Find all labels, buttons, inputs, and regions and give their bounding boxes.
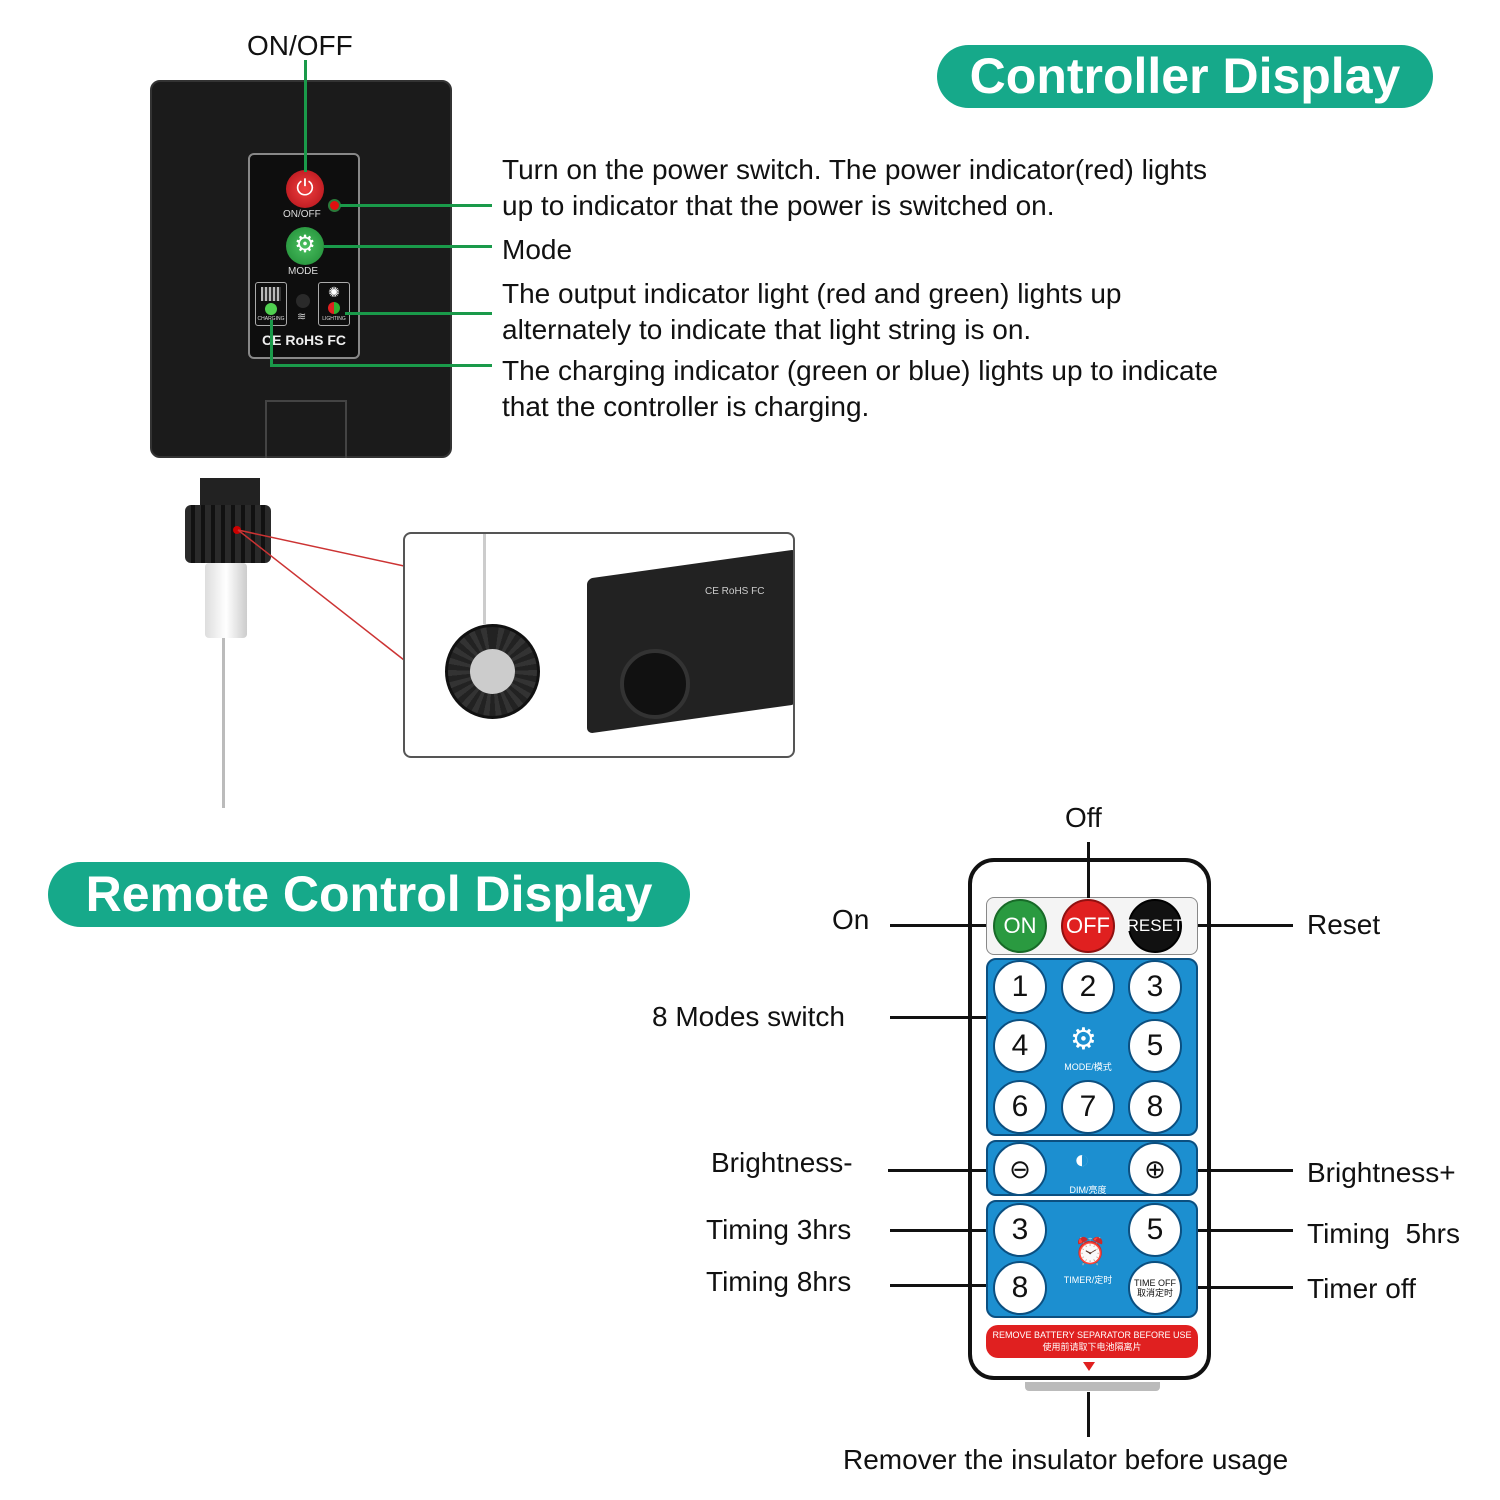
t3-leader [890, 1229, 986, 1232]
brightness-minus-button[interactable]: ⊖ [993, 1142, 1047, 1196]
off-button[interactable]: OFF [1061, 899, 1115, 953]
t5-leader [1198, 1229, 1293, 1232]
timer-3-button[interactable]: 3 [993, 1203, 1047, 1257]
red-pointer-lines [237, 529, 405, 661]
banner-line1: REMOVE BATTERY SEPARATOR BEFORE USE [992, 1330, 1192, 1340]
timer-label: TIMER/定时 [1063, 1275, 1113, 1285]
modes-leader [890, 1016, 986, 1019]
bright-minus-leader [888, 1169, 986, 1172]
inset-wire [483, 534, 486, 624]
battery-banner: REMOVE BATTERY SEPARATOR BEFORE USE 使用前请取… [986, 1325, 1198, 1358]
mode-leader-line [324, 245, 492, 248]
timing-3-label: Timing 3hrs [706, 1214, 852, 1245]
connector-plug [205, 563, 247, 638]
timer-off-leader [1198, 1286, 1293, 1289]
output-leader-line [345, 312, 492, 315]
connector-nut [200, 478, 260, 508]
mode-label: MODE/模式 [1064, 1062, 1112, 1072]
insulator-label: Remover the insulator before usage [843, 1444, 1289, 1475]
charging-leader-vertical [270, 320, 273, 366]
inset-plug [445, 624, 540, 719]
charging-leader-line [270, 364, 492, 367]
mode-label: MODE [288, 266, 318, 277]
timing-8-label: Timing 8hrs [706, 1266, 852, 1297]
timer-5-button[interactable]: 5 [1128, 1203, 1182, 1257]
onoff-leader-line [304, 60, 307, 172]
mode-desc: Mode [502, 234, 573, 265]
mode-3-button[interactable]: 3 [1128, 960, 1182, 1014]
power-leader-line [340, 204, 492, 207]
lighting-label: LIGHTING [322, 316, 346, 322]
mode-6-button[interactable]: 6 [993, 1080, 1047, 1134]
banner-line2: 使用前请取下电池隔离片 [1042, 1342, 1142, 1352]
brightness-plus-button[interactable]: ⊕ [1128, 1142, 1182, 1196]
off-leader [1087, 842, 1090, 898]
modes-label: 8 Modes switch [652, 1001, 845, 1032]
dim-label: DIM/亮度 [1069, 1185, 1107, 1195]
insulator-tab [1025, 1382, 1160, 1391]
remote-display-title: Remote Control Display [48, 862, 690, 927]
timer-off-label: Timer off [1307, 1273, 1416, 1304]
power-desc-line1: Turn on the power switch. The power indi… [502, 154, 1207, 185]
time-off-label: TIME OFF [1134, 1278, 1176, 1288]
on-label: On [832, 904, 870, 935]
reset-leader [1198, 924, 1293, 927]
t8-leader [890, 1284, 986, 1287]
mode-8-button[interactable]: 8 [1128, 1080, 1182, 1134]
power-label: ON/OFF [283, 209, 321, 220]
sensor-icon [296, 294, 310, 308]
charging-label: CHARGING [257, 316, 285, 322]
charging-desc-line2: that the controller is charging. [502, 391, 870, 422]
power-button[interactable]: ⏻ [286, 170, 324, 208]
bright-plus-label: Brightness+ [1307, 1157, 1456, 1188]
arrow-down-icon [1083, 1362, 1095, 1371]
timing-5-label: Timing 5hrs [1307, 1218, 1461, 1249]
output-desc-line2: alternately to indicate that light strin… [502, 314, 1032, 345]
power-desc-line2: up to indicator that the power is switch… [502, 190, 1055, 221]
charging-desc-line1: The charging indicator (green or blue) l… [502, 355, 1218, 386]
timer-8-button[interactable]: 8 [993, 1261, 1047, 1315]
controller-bottom-box [265, 400, 347, 458]
onoff-callout: ON/OFF [247, 30, 353, 61]
solar-panel-icon [261, 287, 281, 301]
time-off-label-cn: 取消定时 [1136, 1288, 1173, 1298]
on-button[interactable]: ON [993, 899, 1047, 953]
dim-icon: ◐ [1074, 1144, 1090, 1174]
mode-5-button[interactable]: 5 [1128, 1019, 1182, 1073]
on-leader [890, 924, 986, 927]
charging-indicator: CHARGING [255, 282, 287, 326]
wifi-icon: ≋ [297, 311, 307, 323]
connector-marker [233, 526, 241, 534]
output-desc-line1: The output indicator light (red and gree… [502, 278, 1122, 309]
off-label: Off [1065, 802, 1102, 833]
bright-minus-label: Brightness- [711, 1147, 853, 1178]
mode-7-button[interactable]: 7 [1061, 1080, 1115, 1134]
reset-button[interactable]: RESET [1127, 899, 1183, 953]
wire [222, 638, 225, 808]
bulb-icon: ✺ [328, 284, 340, 300]
alarm-clock-icon: ⏰ [1074, 1236, 1107, 1266]
inset-certs: CE RoHS FC [705, 586, 765, 597]
mode-4-button[interactable]: 4 [993, 1019, 1047, 1073]
charging-led-icon [265, 303, 277, 315]
inset-socket [620, 649, 690, 719]
cert-logos: CE RoHS FC [262, 332, 346, 348]
lighting-indicator: ✺ LIGHTING [318, 282, 350, 326]
mode-2-button[interactable]: 2 [1061, 960, 1115, 1014]
insulator-leader [1087, 1392, 1090, 1437]
mode-button[interactable]: ⚙ [286, 227, 324, 265]
mode-gear-icon: ⚙ [1070, 1023, 1097, 1056]
reset-label: Reset [1307, 909, 1381, 940]
connector-inset: CE RoHS FC [403, 532, 795, 758]
bright-plus-leader [1198, 1169, 1293, 1172]
controller-display-title: Controller Display [937, 45, 1433, 108]
mode-1-button[interactable]: 1 [993, 960, 1047, 1014]
lighting-led-icon [328, 302, 340, 314]
inset-controller [587, 549, 793, 734]
